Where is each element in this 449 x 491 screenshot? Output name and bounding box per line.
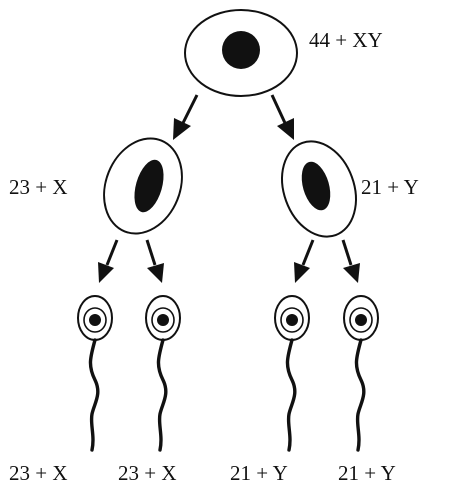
sperm-3 <box>274 295 310 452</box>
arrow-parent-to-right <box>270 94 294 140</box>
arrow-right-to-sperm-3 <box>294 239 315 283</box>
parent-cell <box>184 9 298 97</box>
daughter-cell-right <box>281 140 357 238</box>
parent-cell-label: 44 + XY <box>309 28 383 52</box>
daughter-cell-left-label: 23 + X <box>9 175 68 199</box>
daughter-cell-right-nucleus <box>301 161 331 211</box>
arrow-right-to-sperm-4 <box>341 239 360 283</box>
sperm-1 <box>77 295 113 452</box>
daughter-cell-right-label: 21 + Y <box>361 175 419 199</box>
daughter-cell-left <box>103 137 183 235</box>
sperm-4 <box>343 295 379 452</box>
sperm-2 <box>145 295 181 452</box>
sperm-3-label: 21 + Y <box>230 461 288 485</box>
arrow-parent-to-left <box>173 94 199 140</box>
arrow-left-to-sperm-1 <box>98 239 119 283</box>
parent-cell-nucleus <box>222 31 260 69</box>
sperm-1-label: 23 + X <box>9 461 68 485</box>
sperm-4-label: 21 + Y <box>338 461 396 485</box>
sperm-2-label: 23 + X <box>118 461 177 485</box>
daughter-cell-left-nucleus <box>134 159 164 213</box>
arrow-left-to-sperm-2 <box>145 239 164 283</box>
